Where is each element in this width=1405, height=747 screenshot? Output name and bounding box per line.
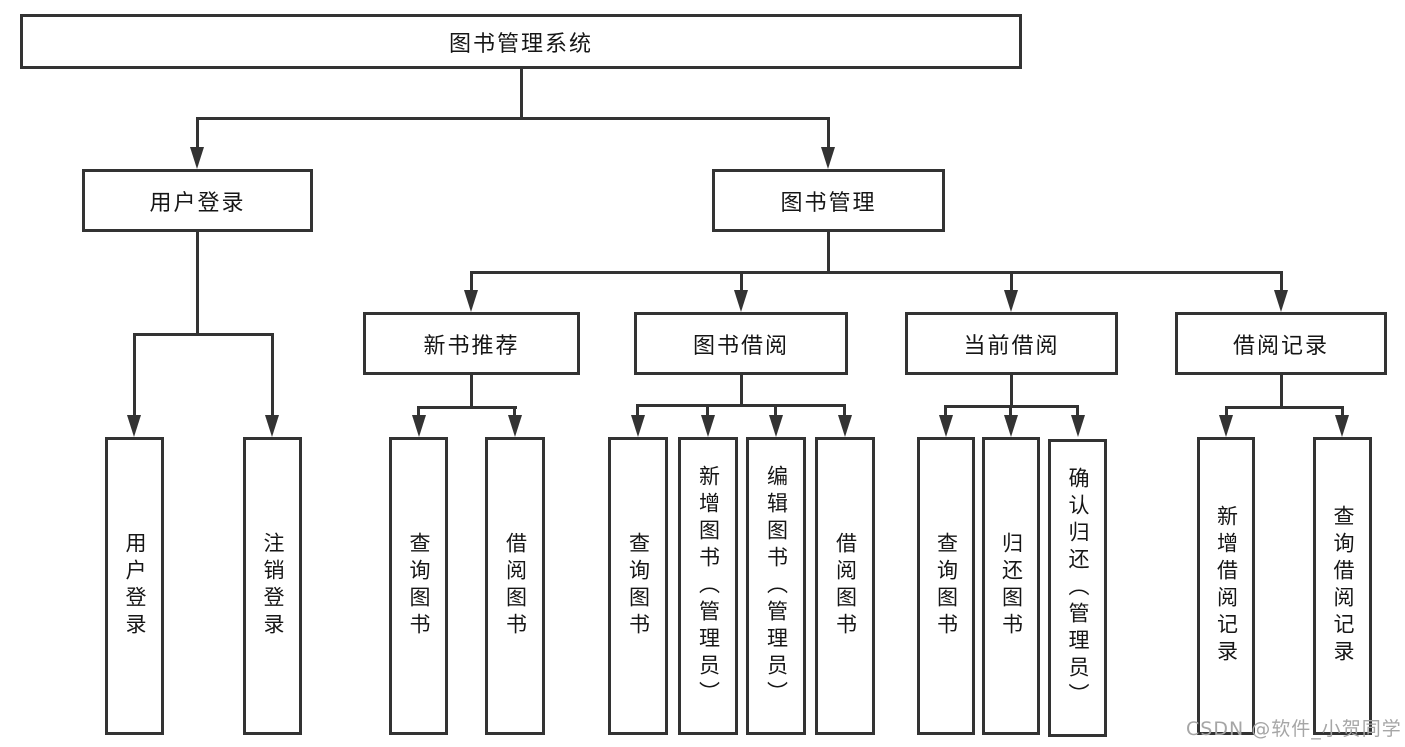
arrowhead-query-record (1335, 415, 1349, 437)
connector-drop-borrow-book-1 (513, 406, 516, 418)
connector-drop-query-record (1341, 406, 1344, 418)
leaf-borrow-book-1-label: 借阅图书 (503, 532, 528, 640)
arrowhead-query-book-1 (412, 415, 426, 437)
connector-drop-confirm-return (1076, 405, 1079, 418)
node-book-management: 图书管理 (712, 169, 945, 232)
arrowhead-current-borrow (1004, 290, 1018, 312)
connector-drop-user-login (196, 117, 199, 150)
arrowhead-query-book-2 (631, 415, 645, 437)
arrowhead-add-book (701, 415, 715, 437)
arrowhead-borrow-book-2 (838, 415, 852, 437)
connector-book-management-stem (827, 232, 830, 274)
connector-root-stem (520, 69, 523, 120)
arrowhead-return-book (1004, 415, 1018, 437)
leaf-confirm-return-admin-label: 确认归还（管理员） (1066, 466, 1090, 710)
connector-drop-add-record (1225, 406, 1228, 418)
connector-drop-leaf-logout (271, 333, 274, 417)
arrowhead-leaf-user-login (127, 415, 141, 437)
node-book-borrow-label: 图书借阅 (692, 333, 789, 359)
connector-drop-return-book (1009, 405, 1012, 418)
connector-drop-query-book-3 (944, 405, 947, 418)
connector-drop-add-book (706, 404, 709, 418)
csdn-watermark: CSDN @软件_小贺同学 (1186, 718, 1402, 740)
connector-drop-query-book-2 (636, 404, 639, 418)
connector-drop-leaf-user-login (133, 333, 136, 417)
node-new-book-recommend: 新书推荐 (363, 312, 580, 375)
leaf-return-book-label: 归还图书 (999, 532, 1024, 640)
arrowhead-add-record (1219, 415, 1233, 437)
node-user-login-label: 用户登录 (149, 190, 246, 216)
connector-borrow-record-stem (1280, 375, 1283, 409)
connector-new-book-stem (470, 375, 473, 409)
arrowhead-query-book-3 (939, 415, 953, 437)
connector-current-borrow-rail (945, 405, 1079, 408)
leaf-edit-book-admin: 编辑图书（管理员） (746, 437, 806, 735)
leaf-query-book-1: 查询图书 (389, 437, 448, 735)
leaf-edit-book-admin-label: 编辑图书（管理员） (764, 464, 789, 708)
leaf-query-book-3-label: 查询图书 (934, 532, 959, 640)
connector-new-book-rail (417, 406, 517, 409)
leaf-query-book-1-label: 查询图书 (407, 532, 431, 640)
arrowhead-borrow-book-1 (508, 415, 522, 437)
connector-drop-current-borrow (1010, 271, 1013, 292)
connector-drop-query-book-1 (417, 406, 420, 418)
leaf-borrow-book-2: 借阅图书 (815, 437, 875, 735)
node-user-login: 用户登录 (82, 169, 313, 232)
leaf-query-book-3: 查询图书 (917, 437, 975, 735)
leaf-add-borrow-record: 新增借阅记录 (1197, 437, 1255, 735)
leaf-borrow-book-1: 借阅图书 (485, 437, 545, 735)
leaf-query-book-2-label: 查询图书 (626, 532, 651, 640)
connector-drop-book-management (827, 117, 830, 150)
leaf-logout-login: 注销登录 (243, 437, 302, 735)
node-borrow-record: 借阅记录 (1175, 312, 1387, 375)
connector-level3-rail (470, 271, 1283, 274)
leaf-add-book-admin-label: 新增图书（管理员） (696, 464, 721, 708)
arrowhead-book-borrow (734, 290, 748, 312)
connector-current-borrow-stem (1010, 375, 1013, 408)
connector-drop-borrow-record (1280, 271, 1283, 292)
leaf-return-book: 归还图书 (982, 437, 1040, 735)
node-borrow-record-label: 借阅记录 (1232, 333, 1329, 359)
arrowhead-edit-book (769, 415, 783, 437)
connector-borrow-record-rail (1225, 406, 1344, 409)
arrowhead-borrow-record (1274, 290, 1288, 312)
leaf-query-book-2: 查询图书 (608, 437, 668, 735)
node-book-management-label: 图书管理 (780, 190, 877, 216)
arrowhead-new-book (464, 290, 478, 312)
leaf-borrow-book-2-label: 借阅图书 (833, 532, 858, 640)
connector-book-borrow-stem (740, 375, 743, 407)
node-new-book-recommend-label: 新书推荐 (423, 333, 520, 359)
arrowhead-leaf-logout (265, 415, 279, 437)
connector-drop-edit-book (774, 404, 777, 418)
leaf-query-borrow-record: 查询借阅记录 (1313, 437, 1372, 735)
connector-user-login-rail (133, 333, 274, 336)
connector-drop-new-book (470, 271, 473, 292)
node-book-borrow: 图书借阅 (634, 312, 848, 375)
node-current-borrow: 当前借阅 (905, 312, 1118, 375)
leaf-add-borrow-record-label: 新增借阅记录 (1214, 505, 1239, 667)
leaf-query-borrow-record-label: 查询借阅记录 (1331, 505, 1355, 667)
leaf-confirm-return-admin: 确认归还（管理员） (1048, 439, 1107, 737)
connector-book-borrow-rail (637, 404, 846, 407)
leaf-user-login-label: 用户登录 (123, 532, 147, 640)
leaf-add-book-admin: 新增图书（管理员） (678, 437, 738, 735)
node-current-borrow-label: 当前借阅 (963, 333, 1060, 359)
arrowhead-confirm-return (1071, 415, 1085, 437)
connector-drop-borrow-book-2 (843, 404, 846, 418)
arrowhead-book-management (821, 147, 835, 169)
leaf-user-login: 用户登录 (105, 437, 164, 735)
node-root-library-system: 图书管理系统 (20, 14, 1022, 69)
connector-level2-rail (196, 117, 830, 120)
connector-drop-book-borrow (740, 271, 743, 292)
leaf-logout-login-label: 注销登录 (261, 532, 285, 640)
arrowhead-user-login (190, 147, 204, 169)
node-root-label: 图书管理系统 (448, 31, 593, 57)
connector-user-login-stem (196, 232, 199, 336)
